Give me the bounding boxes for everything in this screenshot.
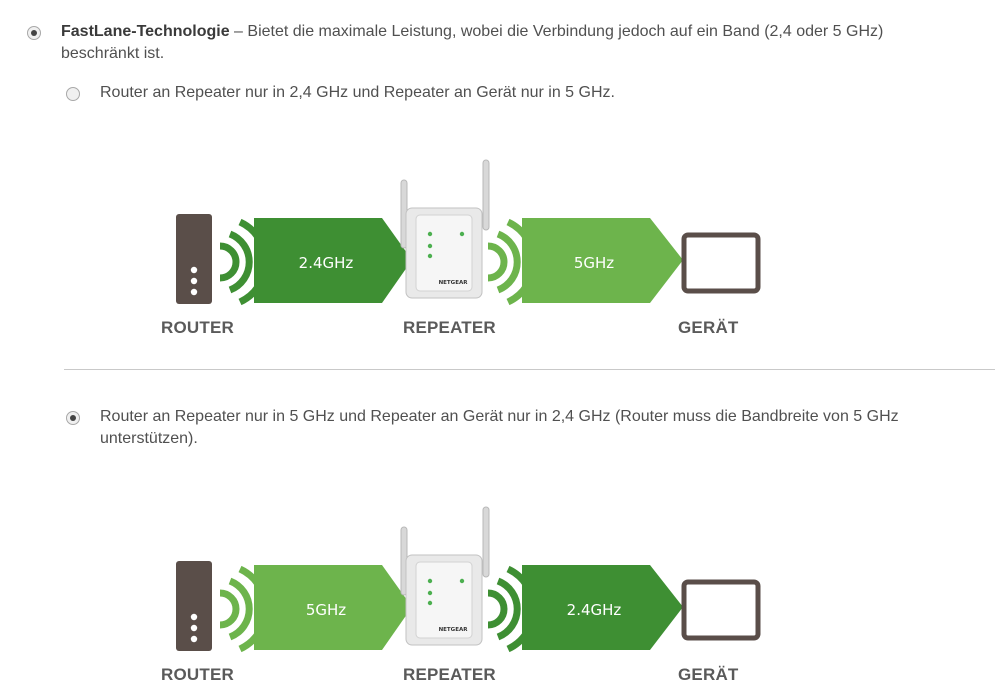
option1-radio[interactable] <box>66 87 80 101</box>
fastlane-radio[interactable] <box>27 26 41 40</box>
band-arrow-right <box>522 218 683 303</box>
right-band-label: 2.4GHz <box>567 601 622 619</box>
repeater-brand: NETGEAR <box>439 627 469 633</box>
repeater-label: REPEATER <box>403 665 496 684</box>
repeater-icon: NETGEAR <box>400 159 490 299</box>
diagram-option1: 2.4GHz NETGEAR 5GHz ROUTER REPEATER GERÄ… <box>150 150 770 340</box>
fastlane-option-text: FastLane-Technologie – Bietet die maxima… <box>61 21 961 65</box>
repeater-icon: NETGEAR <box>400 506 490 646</box>
band-arrow-left <box>254 565 412 650</box>
diagram-option1-graphic: 2.4GHz NETGEAR 5GHz <box>176 159 761 306</box>
repeater-brand: NETGEAR <box>439 280 469 286</box>
router-icon <box>176 561 212 651</box>
section-divider <box>64 369 995 370</box>
band-arrow-right <box>522 565 683 650</box>
diagram-option2-graphic: 5GHz NETGEAR 2.4GHz <box>176 506 761 653</box>
right-band-label: 5GHz <box>574 254 614 272</box>
device-label: GERÄT <box>678 665 739 684</box>
option2-radio[interactable] <box>66 411 80 425</box>
fastlane-description: – Bietet die maximale Leistung, wobei di… <box>61 23 884 62</box>
option2-label: Router an Repeater nur in 5 GHz und Repe… <box>100 408 899 447</box>
tablet-icon <box>681 579 761 641</box>
fastlane-title: FastLane-Technologie <box>61 23 230 40</box>
repeater-label: REPEATER <box>403 318 496 337</box>
left-band-label: 5GHz <box>306 601 346 619</box>
device-label: GERÄT <box>678 318 739 337</box>
router-label: ROUTER <box>161 318 234 337</box>
diagram-option2: 5GHz NETGEAR 2.4GHz ROUTER REPEATER GERÄ… <box>150 497 770 687</box>
option1-label: Router an Repeater nur in 2,4 GHz und Re… <box>100 84 615 101</box>
router-label: ROUTER <box>161 665 234 684</box>
tablet-icon <box>681 232 761 294</box>
band-arrow-left <box>254 218 412 303</box>
left-band-label: 2.4GHz <box>299 254 354 272</box>
router-icon <box>176 214 212 304</box>
